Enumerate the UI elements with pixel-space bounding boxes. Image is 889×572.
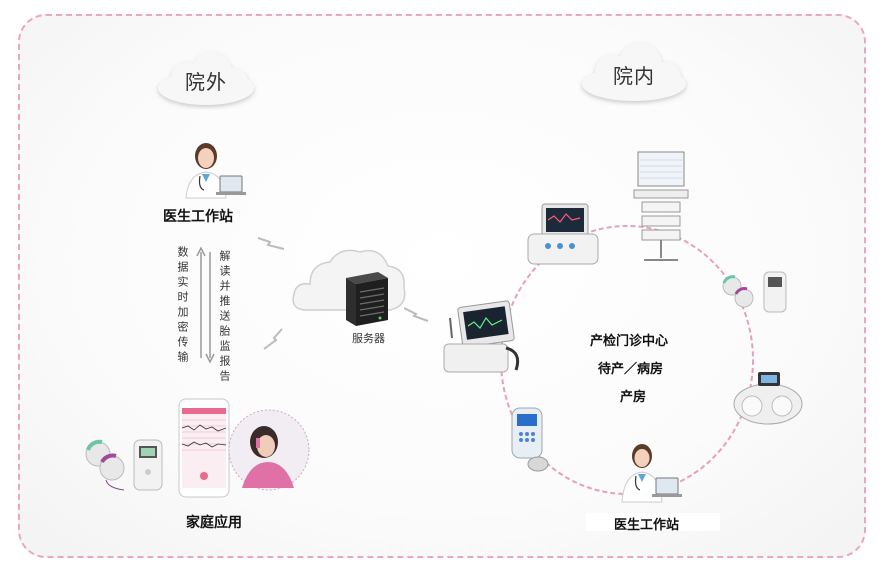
signal-icon	[404, 307, 429, 322]
home-application-label: 家庭应用	[186, 515, 242, 531]
cloud-inside: 院内	[574, 40, 694, 106]
doctor-icon	[621, 444, 682, 503]
doctor-label-box	[586, 513, 720, 531]
cloud-outside-label: 院外	[185, 70, 227, 94]
phone-app-icon	[178, 398, 230, 498]
server-label: 服务器	[352, 332, 385, 345]
signal-icon	[263, 328, 283, 350]
server-icon	[346, 272, 388, 326]
wireless-probe-device-icon	[733, 372, 803, 425]
doctor-station-inside-label: 医生工作站	[614, 518, 680, 533]
signal-icon	[258, 237, 285, 250]
cloud-outside: 院外	[152, 48, 260, 110]
doctor-icon	[185, 143, 246, 199]
fetal-doppler-probe-icon	[722, 271, 787, 313]
bedside-monitor-icon	[443, 300, 520, 373]
doctor-station-outside-label: 医生工作站	[163, 209, 233, 225]
pregnant-mother-photo	[228, 409, 310, 491]
center-line-1: 产检门诊中心	[590, 334, 669, 349]
central-monitoring-cart-icon	[633, 151, 689, 261]
fetal-probe-icon	[85, 439, 125, 491]
cloud-inside-label: 院内	[613, 64, 655, 88]
upload-text: 数据实时加密传输	[176, 246, 189, 366]
fetal-monitor-device-icon	[133, 439, 163, 491]
handheld-doppler-icon	[511, 407, 549, 472]
cloud-icon	[582, 43, 686, 101]
fetal-monitor-icon	[527, 203, 599, 265]
bidirectional-arrow-icon	[196, 246, 215, 364]
center-line-3: 产房	[620, 390, 647, 405]
report-push-text: 解读并推送胎监报告	[218, 250, 231, 385]
cloud-icon	[158, 52, 254, 105]
center-line-2: 待产／病房	[598, 362, 664, 377]
